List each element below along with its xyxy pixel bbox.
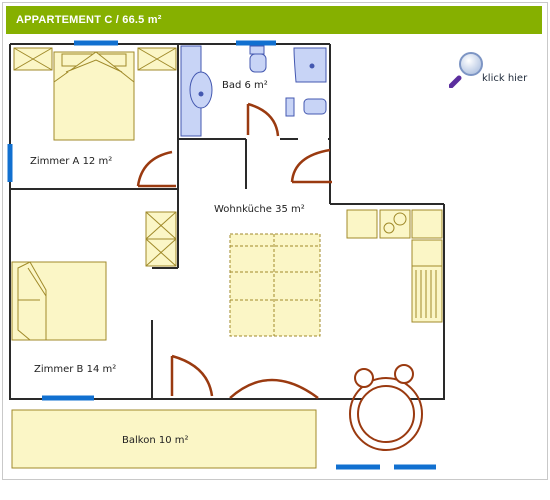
- zimmer-b-furniture: [11, 261, 107, 341]
- magnifier-icon: [448, 52, 483, 89]
- label-balkon: Balkon 10 m²: [122, 435, 189, 446]
- zoom-link[interactable]: klick hier: [448, 48, 544, 89]
- dining-set: [349, 364, 423, 451]
- windows: [7, 40, 436, 470]
- kitchen-furniture: [145, 209, 443, 337]
- label-bad: Bad 6 m²: [222, 80, 268, 91]
- balcony: [11, 409, 317, 469]
- zimmer-a-furniture: [13, 47, 177, 141]
- walls: [9, 43, 445, 400]
- title-bar: APPARTEMENT C / 66.5 m²: [6, 6, 542, 34]
- bath-fixtures: [180, 45, 327, 137]
- label-zimmer-a: Zimmer A 12 m²: [30, 156, 112, 167]
- doors: [136, 102, 332, 400]
- label-wohnkueche: Wohnküche 35 m²: [214, 204, 305, 215]
- page-title: APPARTEMENT C / 66.5 m²: [16, 14, 162, 26]
- zoom-label[interactable]: klick hier: [482, 73, 528, 84]
- label-zimmer-b: Zimmer B 14 m²: [34, 364, 116, 375]
- room-labels: Bad 6 m² Zimmer A 12 m² Wohnküche 35 m² …: [30, 80, 305, 446]
